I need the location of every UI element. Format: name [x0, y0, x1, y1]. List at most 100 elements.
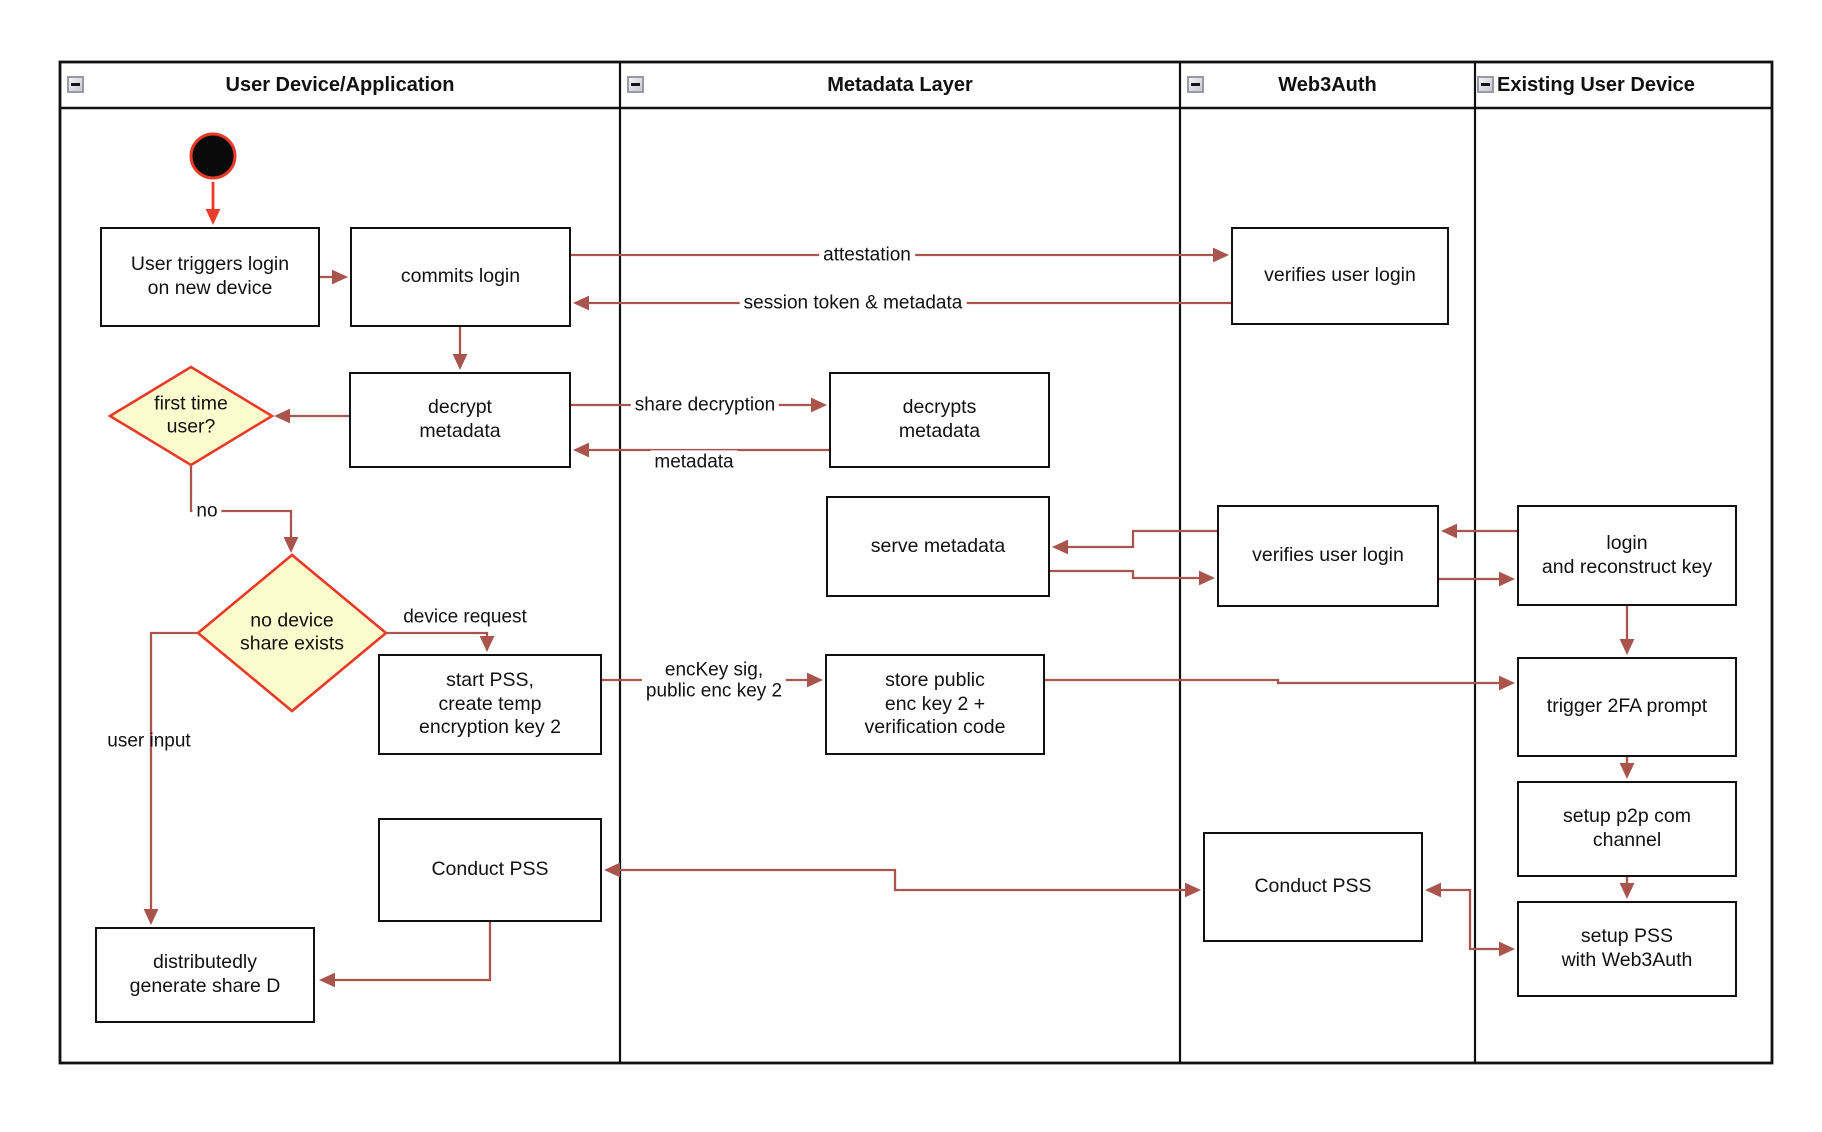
text-line: share exists [239, 633, 345, 655]
text-line: no device [250, 609, 334, 632]
edge-device-request [386, 631, 489, 643]
arrowhead [319, 972, 335, 988]
text-line: metadata [419, 420, 501, 442]
text-line: generate share D [129, 975, 281, 997]
text-line: metadata [898, 420, 981, 442]
lane-title: User Device/Application [225, 73, 455, 96]
text-line: public enc key 2 [645, 681, 783, 702]
lane-header-1: Metadata Layer [620, 62, 1180, 108]
text-line: verifies user login [1264, 264, 1416, 287]
text-line: commits login [400, 265, 521, 288]
edge-user-input [149, 631, 198, 916]
edge-store-to-2fa [1045, 678, 1506, 685]
minus-icon [1191, 83, 1200, 86]
edge-setup-pss-conduct [1434, 888, 1506, 951]
text-line: trigger 2FA prompt [1546, 695, 1708, 718]
arrowhead [283, 537, 299, 553]
label-user-input: user input [103, 729, 194, 752]
node-conduct-pss-user: Conduct PSS [378, 818, 602, 922]
arrowhead [1425, 882, 1441, 898]
arrowhead [573, 442, 589, 458]
text-line: metadata [654, 451, 734, 473]
text-line: store public [885, 668, 985, 691]
minus-icon [631, 83, 640, 86]
label-no: no [192, 499, 222, 523]
text-line: share decryption [634, 394, 776, 416]
text-line: distributedly [152, 951, 258, 974]
lane-title: Web3Auth [1278, 73, 1377, 96]
arrowhead [573, 295, 589, 311]
arrowhead [1185, 882, 1201, 898]
lane-title: Existing User Device [1497, 73, 1695, 96]
node-conduct-pss-web3auth: Conduct PSS [1203, 832, 1423, 942]
diagram-frame [58, 60, 1774, 1065]
text-line: first time [154, 392, 228, 415]
arrowhead [604, 862, 620, 878]
text-line: user? [166, 416, 216, 438]
text-line: User triggers login [130, 253, 290, 276]
text-line: encKey sig, [664, 659, 764, 681]
edge-conduct-pss-link [613, 868, 1192, 892]
arrowhead [1619, 763, 1635, 779]
text-line: verification code [864, 716, 1006, 739]
lane-header-0: User Device/Application [60, 62, 620, 108]
arrowhead [479, 636, 495, 652]
arrowhead [1199, 570, 1215, 586]
arrowhead [1499, 675, 1515, 691]
text-line: verifies user login [1252, 544, 1404, 567]
arrowhead [452, 354, 468, 370]
lane-collapse-button[interactable] [1477, 76, 1494, 93]
text-line: setup PSS [1580, 925, 1674, 948]
label-attestation: attestation [819, 243, 915, 267]
lane-title: Metadata Layer [827, 73, 973, 96]
arrowhead [1619, 883, 1635, 899]
label-device-request: device request [399, 605, 531, 628]
minus-icon [71, 83, 80, 86]
arrowhead [274, 408, 290, 424]
decision-first-time-user [107, 365, 275, 467]
node-trigger-2fa-prompt: trigger 2FA prompt [1517, 657, 1737, 757]
edge-conduct-to-generate [328, 922, 492, 982]
text-line: no [196, 500, 218, 522]
arrowhead [1441, 523, 1457, 539]
node-commits-login: commits login [350, 227, 571, 327]
label-session-token: session token & metadata [739, 291, 967, 315]
arrowhead [1499, 571, 1515, 587]
text-line: user input [107, 730, 191, 752]
start-node [189, 132, 237, 180]
arrowhead [811, 397, 827, 413]
text-line: device request [403, 606, 527, 628]
text-line: login [1606, 531, 1648, 554]
arrowhead [205, 209, 221, 225]
text-line: setup p2p com [1563, 805, 1691, 828]
text-line: serve metadata [870, 534, 1006, 557]
lane-header-3: Existing User Device [1475, 62, 1772, 108]
label-share-decryption: share decryption [630, 393, 780, 417]
lane-collapse-button[interactable] [67, 76, 84, 93]
text-line: encryption key 2 [419, 716, 561, 739]
minus-icon [1481, 83, 1490, 86]
node-verifies-user-login-mid: verifies user login [1217, 505, 1439, 607]
lane-collapse-button[interactable] [1187, 76, 1204, 93]
text-line: on new device [147, 277, 273, 299]
lane-collapse-button[interactable] [627, 76, 644, 93]
text-line: decrypts [902, 396, 977, 419]
label-enckey-sig: encKey sig,public enc key 2 [641, 658, 787, 704]
text-line: create temp [438, 692, 542, 715]
edge-no-branch [189, 465, 293, 544]
text-line: Conduct PSS [431, 858, 549, 881]
arrowhead [1499, 941, 1515, 957]
node-serve-metadata: serve metadata [826, 496, 1050, 597]
arrowhead [1619, 639, 1635, 655]
